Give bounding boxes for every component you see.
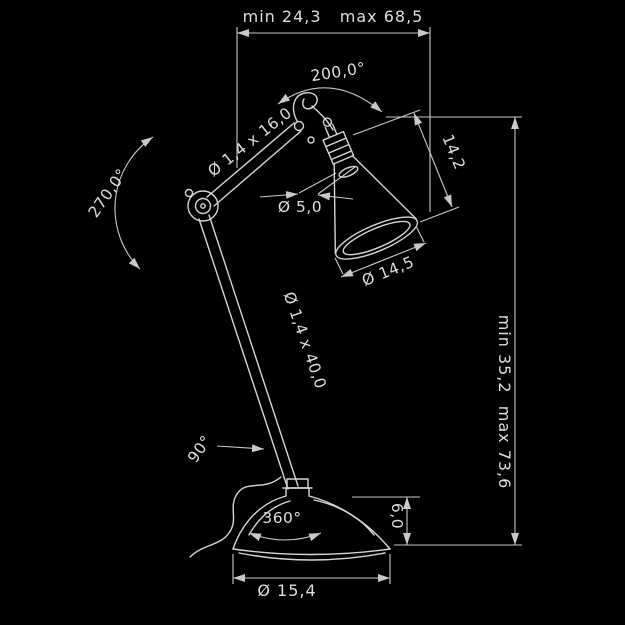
base-inner-contour-left [248,500,291,536]
elbow-joint [184,188,219,222]
dimensions: min 24,3 max 68,5 200,0° Ø 1,4 x 16,0 27… [85,7,522,600]
base-bottom-rim [238,552,386,561]
dim-height-span: min 35,2 max 73,6 [386,116,522,546]
lower-arm [198,214,299,490]
shade-knob-stem [324,123,338,139]
spring-link [311,105,334,131]
lamp-base [232,478,391,561]
joint-screw [184,188,194,198]
lamp [184,92,419,561]
dim-base-rotation: 360° [248,509,322,542]
base-rotation-label: 360° [262,509,301,527]
shade-socket-ribs [325,137,353,161]
base-tilt-label: 90° [184,432,215,466]
joint-axle-dot [200,203,206,209]
base-rotation-arc [248,532,322,542]
dim-shade-depth: 14,2 [352,109,469,223]
shade-depth-ext-2 [419,206,460,223]
upper-arm-edge-2 [213,130,302,207]
head-pivot-bolt-small [307,136,315,144]
shade-depth-label: 14,2 [438,132,468,173]
joint-outer-ring [187,190,219,222]
shade-dia-ext-2 [415,225,425,243]
elbow-rotation-label: 270,0° [85,165,131,220]
base-tilt-leader [216,444,265,453]
shade-depth-line [413,112,453,208]
joint-inner-ring [194,197,212,215]
dim-top-span-label: min 24,3 max 68,5 [243,7,424,26]
lower-arm-edge-2 [208,214,299,487]
dim-base-diameter: Ø 15,4 [232,554,391,600]
upper-arm-size-label: Ø 1,4 x 16,0 [204,104,295,181]
shade-rim-inner [342,220,411,256]
lamp-shade [322,117,419,260]
base-diameter-label: Ø 15,4 [257,581,316,600]
shade-hole-arrow-right [317,192,354,201]
shade-hole-ext-2 [317,166,356,195]
base-bottom-edge [232,548,391,556]
lower-arm-edge-1 [198,218,289,490]
dim-shade-diameter: Ø 14,5 [334,225,427,290]
head-rotation-label: 200,0° [310,59,367,85]
shade-dia-ext-1 [334,257,344,275]
shade-socket [322,130,355,165]
base-inner-contour-right [313,499,375,536]
shade-dia-line [340,242,427,278]
head-rotation-arc [277,87,383,113]
power-cable [189,476,282,558]
upper-arm [206,122,302,207]
dim-elbow-rotation: 270,0° [85,136,154,270]
shade-knob [322,117,333,127]
shade-hole-label: Ø 5,0 [278,198,322,216]
head-pivot-bolt [293,120,305,132]
shade-hole-ext-1 [298,172,337,194]
shade-cone-left [333,163,337,255]
shade-cone-right [351,155,418,220]
height-span-label: min 35,2 max 73,6 [495,315,514,490]
shade-depth-ext-1 [352,109,421,136]
dim-base-tilt: 90° [184,432,265,466]
lower-arm-size-label: Ø 1,4 x 40,0 [280,290,330,392]
dim-top-span: min 24,3 max 68,5 [236,7,431,212]
dim-base-height: 6,0 [352,496,420,545]
elbow-rotation-arc [114,136,154,270]
base-height-label: 6,0 [388,503,406,529]
shade-hole-arrow-left [259,190,299,199]
shade-socket-hole [338,165,359,178]
dim-shade-hole: Ø 5,0 [259,166,356,216]
upper-arm-edge-1 [206,122,295,198]
